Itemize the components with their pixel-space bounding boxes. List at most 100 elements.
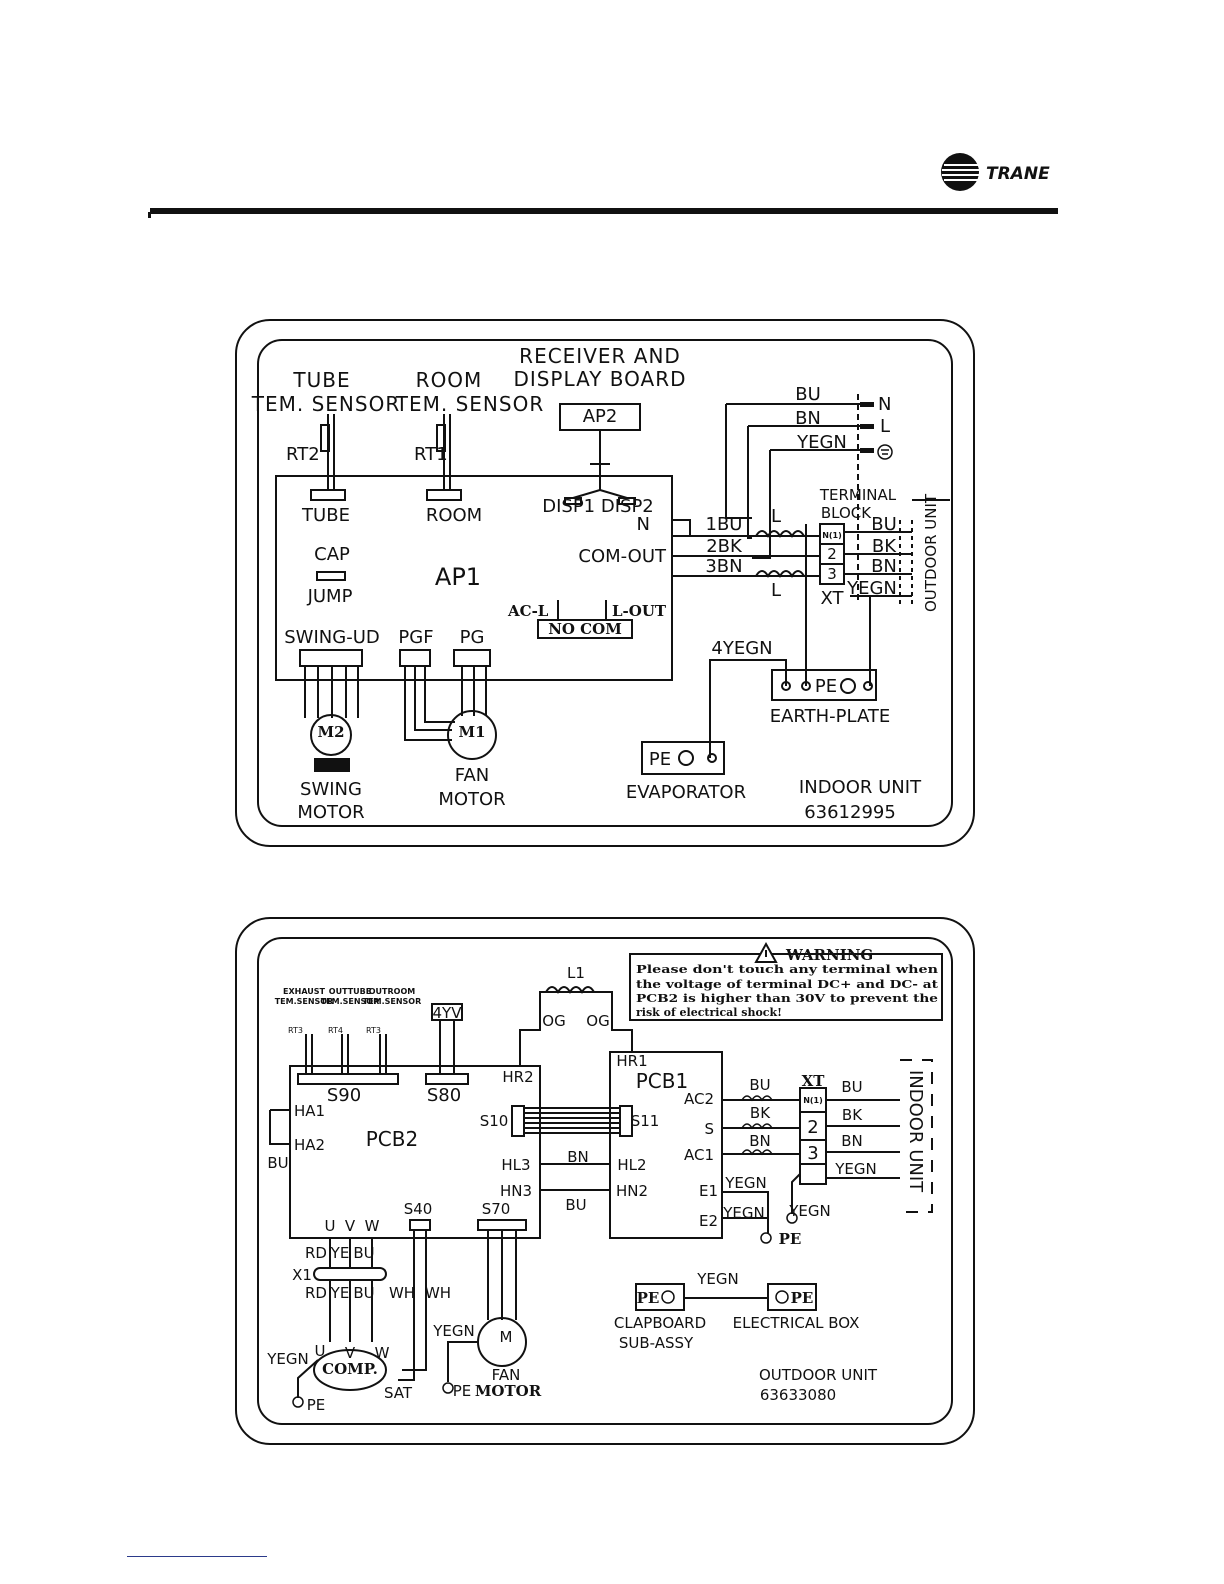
hn3-label: HN3 <box>500 1182 532 1200</box>
bu-lower-label: BU <box>353 1284 374 1302</box>
evaporator-label: EVAPORATOR <box>626 782 746 803</box>
indoor-model-number: 63612995 <box>804 802 896 823</box>
hn2-label: HN2 <box>616 1182 648 1200</box>
comp-v-label: V <box>345 1344 356 1362</box>
n-label: N <box>637 514 650 535</box>
cap-label: CAP <box>314 544 350 565</box>
outdoor-fan-label-1: FAN <box>492 1366 521 1384</box>
room-connector <box>426 489 462 501</box>
pcb2-label: PCB2 <box>366 1127 418 1151</box>
exhaust-sensor-label-2: TEM.SENSOR <box>275 997 334 1006</box>
outdoor-unit-label: OUTDOOR UNIT <box>759 1366 878 1384</box>
trane-logo: TRANE <box>941 153 1050 191</box>
disp2-connector <box>618 497 636 505</box>
fan-yegn-label: YEGN <box>432 1322 474 1340</box>
wh-label-1: WH <box>389 1284 415 1302</box>
xt-label: XT <box>820 588 844 609</box>
warning-line-4: risk of electrical shock! <box>636 1006 782 1019</box>
outdoor-model-number: 63633080 <box>760 1386 836 1404</box>
fan-pe-label: PE <box>453 1382 472 1400</box>
room-sensor-label-1: ROOM <box>416 368 483 392</box>
indoor-yegn-label: YEGN <box>834 1160 876 1178</box>
clapboard-label-1: CLAPBOARD <box>614 1314 706 1332</box>
ye-label: YE <box>330 1244 350 1262</box>
clapboard-label-2: SUB-ASSY <box>619 1334 694 1352</box>
pcb1-bk-label: BK <box>750 1104 771 1122</box>
s11-connector <box>619 1105 633 1137</box>
power-terminals <box>860 402 874 453</box>
s-label: S <box>704 1120 714 1138</box>
swing-ud-connector <box>299 649 363 667</box>
warning-line-2: the voltage of terminal DC+ and DC- at <box>636 978 939 991</box>
4yv-valve <box>431 1003 463 1021</box>
no-com-relay <box>537 619 633 639</box>
bu-label: BU <box>353 1244 374 1262</box>
terminal-l-label: L <box>880 416 890 437</box>
outtube-sensor-label-2: TEM.SENSOR <box>321 997 380 1006</box>
rd-label: RD <box>305 1244 327 1262</box>
ha1-label: HA1 <box>294 1102 325 1120</box>
room-label: ROOM <box>426 505 482 526</box>
header-tick <box>148 212 151 218</box>
indoor-unit-side-label: INDOOR UNIT <box>905 1070 926 1193</box>
swing-ud-label: SWING-UD <box>284 627 379 648</box>
box-yegn-label: YEGN <box>696 1270 738 1288</box>
pg-connector <box>453 649 491 667</box>
4yv-label: 4YV <box>433 1004 463 1022</box>
pcb1-board <box>609 1051 723 1239</box>
rt2-label: RT2 <box>286 444 320 465</box>
outdoor-terminal-block-xt <box>799 1087 827 1185</box>
ground-icon <box>877 444 893 460</box>
trane-logo-text: TRANE <box>986 164 1050 184</box>
fan-motor-label-1: FAN <box>455 765 489 786</box>
tube-connector <box>310 489 346 501</box>
outdoor-terminal-2-label: 2 <box>807 1117 818 1138</box>
tube-sensor-label-2: TEM. SENSOR <box>251 392 400 416</box>
wire-2bk-label: 2BK <box>706 536 743 557</box>
sat-label: SAT <box>384 1384 413 1402</box>
ground-yegn-label: YEGN <box>788 1202 830 1220</box>
swing-motor-bracket <box>314 758 350 772</box>
out-bu-label: BU <box>871 514 897 535</box>
outdoor-outer-frame <box>235 917 975 1445</box>
out-yegn-label: YEGN <box>846 578 897 599</box>
hr2-label: HR2 <box>502 1068 533 1086</box>
s80-connector <box>425 1073 469 1085</box>
s90-label: S90 <box>327 1085 361 1106</box>
outroom-sensor-label-1: OUTROOM <box>369 987 416 996</box>
terminal-block-label-1: TERMINAL <box>819 486 897 504</box>
ac1-label: AC1 <box>684 1146 714 1164</box>
fan-motor-label-2: MOTOR <box>438 789 505 810</box>
pgf-label: PGF <box>398 627 433 648</box>
trane-logo-mark <box>941 153 980 191</box>
pgf-connector <box>399 649 431 667</box>
evaporator-pe-label: PE <box>649 749 671 770</box>
indoor-outer-frame <box>235 319 975 847</box>
s70-connector <box>477 1219 527 1231</box>
indoor-bk-label: BK <box>842 1106 863 1124</box>
swing-motor-label-2: MOTOR <box>297 802 364 823</box>
outdoor-terminal-n1-label: N(1) <box>803 1096 823 1105</box>
inductor-l-lower-label: L <box>771 580 781 601</box>
no-com-label: NO COM <box>548 620 622 638</box>
outdoor-inner-frame <box>257 937 953 1425</box>
out-bn-label: BN <box>871 556 897 577</box>
terminal-block-label-2: BLOCK <box>821 504 872 522</box>
l-out-label: L-OUT <box>612 602 667 620</box>
wire-1bu-label: 1BU <box>706 514 743 535</box>
m1-fan-motor <box>447 710 497 760</box>
warning-line-1: Please don't touch any terminal when <box>636 963 938 976</box>
m2-swing-motor <box>310 714 352 756</box>
pcb1-pe-label: PE <box>779 1230 802 1248</box>
og-label-2: OG <box>586 1012 609 1030</box>
warning-box <box>629 953 943 1021</box>
hr1-label: HR1 <box>616 1052 647 1070</box>
inductor-coils <box>755 530 805 578</box>
pcb2-board <box>289 1065 541 1239</box>
ha2-label: HA2 <box>294 1136 325 1154</box>
terminal-2-label: 2 <box>827 545 837 563</box>
e2-yegn-label: YEGN <box>722 1204 764 1222</box>
terminal-n1-label: N(1) <box>822 531 842 540</box>
disp1-connector <box>564 497 582 505</box>
receiver-label-2: DISPLAY BOARD <box>513 367 686 391</box>
